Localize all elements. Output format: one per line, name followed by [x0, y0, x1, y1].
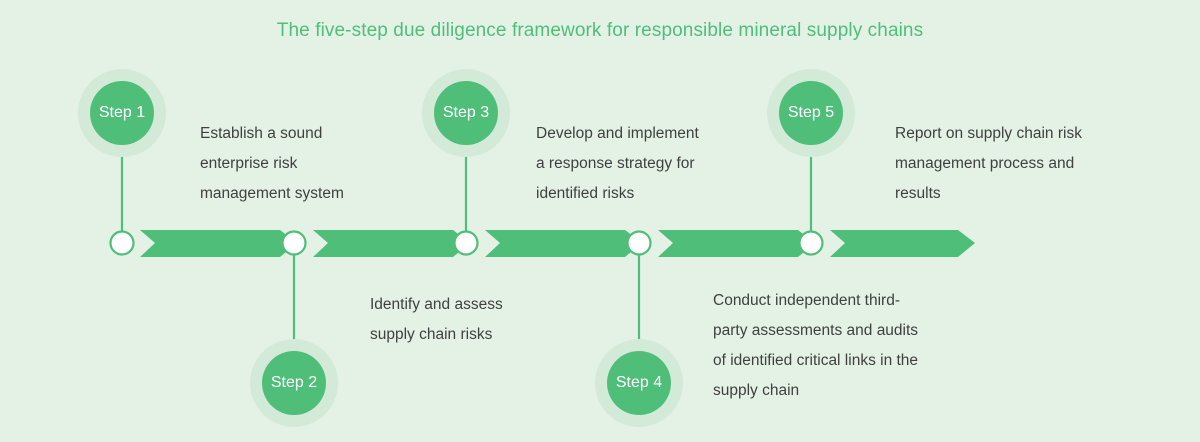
- step-circle-2-disc: Step 2: [262, 351, 326, 415]
- step-circle-2[interactable]: Step 2: [250, 339, 338, 427]
- chevron-arrow-3: [485, 230, 642, 257]
- step-description-1: Establish a sound enterprise risk manage…: [200, 119, 344, 209]
- step-description-2: Identify and assess supply chain risks: [370, 290, 503, 350]
- step-circle-3[interactable]: Step 3: [422, 69, 510, 157]
- step-description-5: Report on supply chain risk management p…: [895, 119, 1082, 209]
- step-circle-4-disc: Step 4: [607, 351, 671, 415]
- chevron-arrow-1: [140, 230, 297, 257]
- step-description-4-line-4: supply chain: [713, 382, 800, 399]
- step-description-1-line-3: management system: [200, 185, 344, 202]
- step-description-3: Develop and implement a response strateg…: [536, 119, 699, 209]
- step-circle-3-label: Step 3: [442, 104, 490, 121]
- step-description-5-line-2: management process and: [895, 155, 1075, 172]
- step-circle-1-disc: Step 1: [90, 81, 154, 145]
- chevron-arrow-4: [658, 230, 815, 257]
- step-description-4-line-1: Conduct independent third-: [713, 292, 900, 309]
- step-circle-4[interactable]: Step 4: [595, 339, 683, 427]
- step-description-3-line-3: identified risks: [536, 185, 635, 202]
- step-circle-5-disc: Step 5: [779, 81, 843, 145]
- timeline-node-4: [626, 230, 652, 256]
- chevron-arrow-2: [313, 230, 470, 257]
- step-description-1-line-1: Establish a sound: [200, 125, 323, 142]
- step-circle-1[interactable]: Step 1: [78, 69, 166, 157]
- step-description-3-line-1: Develop and implement: [536, 125, 699, 142]
- timeline-node-5: [798, 230, 824, 256]
- step-circle-4-label: Step 4: [615, 374, 663, 391]
- step-description-3-line-2: a response strategy for: [536, 155, 695, 172]
- step-description-4-line-2: party assessments and audits: [713, 322, 919, 339]
- step-description-2-line-2: supply chain risks: [370, 326, 493, 343]
- timeline-node-3: [453, 230, 479, 256]
- step-description-4: Conduct independent third- party assessm…: [713, 286, 918, 406]
- timeline-node-2: [281, 230, 307, 256]
- step-description-4-line-3: of identified critical links in the: [713, 352, 919, 369]
- step-circle-1-label: Step 1: [98, 104, 146, 121]
- step-circle-2-label: Step 2: [270, 374, 318, 391]
- timeline-node-1: [109, 230, 135, 256]
- page-title: The five-step due diligence framework fo…: [276, 20, 924, 41]
- step-description-1-line-2: enterprise risk: [200, 155, 298, 172]
- step-description-2-line-1: Identify and assess: [370, 296, 503, 313]
- step-circle-5-label: Step 5: [787, 104, 835, 121]
- step-circle-3-disc: Step 3: [434, 81, 498, 145]
- step-description-5-line-1: Report on supply chain risk: [895, 125, 1082, 142]
- step-circle-5[interactable]: Step 5: [767, 69, 855, 157]
- step-description-5-line-3: results: [895, 185, 941, 202]
- chevron-arrow-5: [830, 230, 975, 257]
